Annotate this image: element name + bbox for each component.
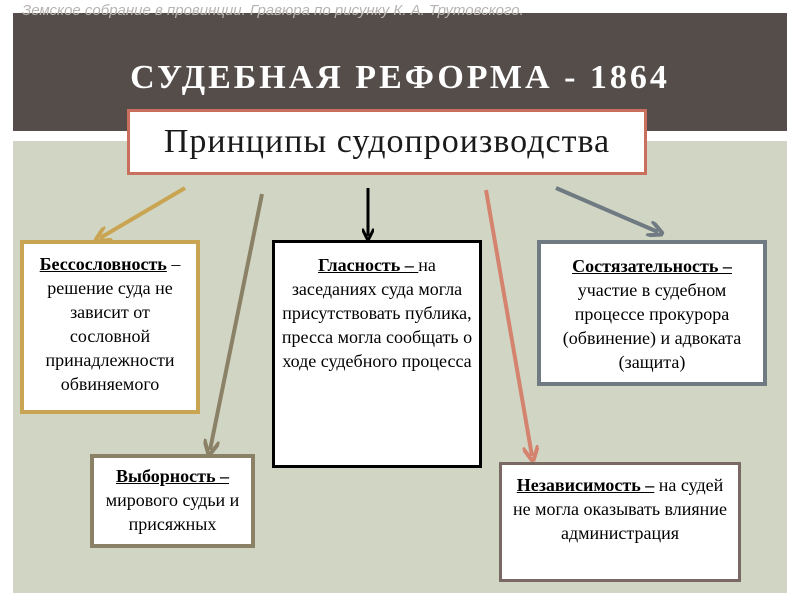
card-term: Независимость – <box>516 475 655 495</box>
slide-title: СУДЕБНАЯ РЕФОРМА - 1864 <box>130 59 670 96</box>
card-term: Бессословность <box>39 254 167 274</box>
card-glasnost: Гласность – на заседаниях суда могла при… <box>272 240 482 468</box>
arrow-to-class <box>100 186 187 238</box>
card-independence: Независимость – на судей не могла оказыв… <box>499 462 741 582</box>
card-adversarial: Состязательность – участие в судебном пр… <box>537 240 767 386</box>
card-term: Состязательность – <box>572 256 732 276</box>
card-classlessness: Бессословность – решение суда не зависит… <box>20 240 200 414</box>
arrow-to-sost <box>555 186 658 232</box>
slide-top-margin <box>0 0 800 13</box>
card-term: Выборность – <box>115 466 230 486</box>
image-caption: Земское собрание в провинции. Гравюра по… <box>22 2 524 19</box>
principles-heading-box: Принципы судопроизводства <box>127 109 647 175</box>
arrow-to-nez <box>484 189 532 456</box>
card-text: участие в судебном процессе прокурора (о… <box>562 280 742 372</box>
card-text: на заседаниях суда могла присутствовать … <box>281 255 473 371</box>
card-text: на судей не могла оказывать влияние адми… <box>513 475 727 543</box>
card-text: – решение суда не зависит от сословной п… <box>45 254 181 394</box>
card-electivity: Выборность – мирового судьи и присяжных <box>90 454 255 548</box>
principles-heading: Принципы судопроизводства <box>163 123 611 160</box>
arrow-to-vyb <box>210 193 264 450</box>
card-text: мирового судьи и присяжных <box>105 490 240 534</box>
card-term: Гласность – <box>318 255 419 275</box>
